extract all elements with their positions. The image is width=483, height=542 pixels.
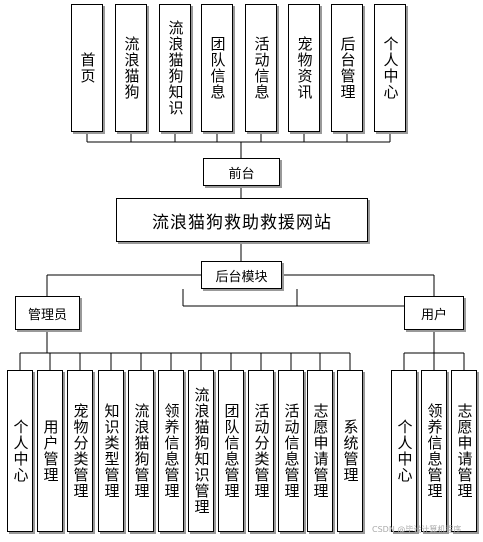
user-role-node: 用户 [404,296,464,330]
front-node-team: 团队信息 [201,4,233,132]
front-node-stray: 流浪猫狗 [115,4,147,132]
admin-module-stray: 流浪猫狗管理 [128,370,154,532]
admin-module-profile: 个人中心 [7,370,33,532]
user-module-volunteer: 志愿申请管理 [451,370,477,532]
front-node-home: 首页 [71,4,103,132]
front-node-activity: 活动信息 [245,4,277,132]
backend-node: 后台模块 [201,261,282,289]
user-module-adoption: 领养信息管理 [421,370,447,532]
admin-module-knowledge: 流浪猫狗知识管理 [188,370,214,532]
site-title-node: 流浪猫狗救助救援网站 [116,198,368,242]
admin-module-users: 用户管理 [37,370,63,532]
front-node-profile: 个人中心 [374,4,406,132]
admin-module-volunteer: 志愿申请管理 [307,370,333,532]
admin-module-system: 系统管理 [337,370,363,532]
admin-role-node: 管理员 [15,296,80,330]
admin-module-adoption: 领养信息管理 [158,370,184,532]
user-module-profile: 个人中心 [391,370,417,532]
front-node-knowledge: 流浪猫狗知识 [159,4,191,132]
admin-module-activity-category: 活动分类管理 [248,370,274,532]
admin-module-team: 团队信息管理 [218,370,244,532]
frontend-node: 前台 [203,158,280,186]
admin-module-activity: 活动信息管理 [278,370,304,532]
front-node-backend-admin: 后台管理 [331,4,363,132]
front-node-pet-news: 宠物资讯 [288,4,320,132]
watermark: CSDN @毕设计算机程序 [372,525,462,534]
admin-module-pet-category: 宠物分类管理 [67,370,93,532]
admin-module-knowledge-type: 知识类型管理 [98,370,124,532]
